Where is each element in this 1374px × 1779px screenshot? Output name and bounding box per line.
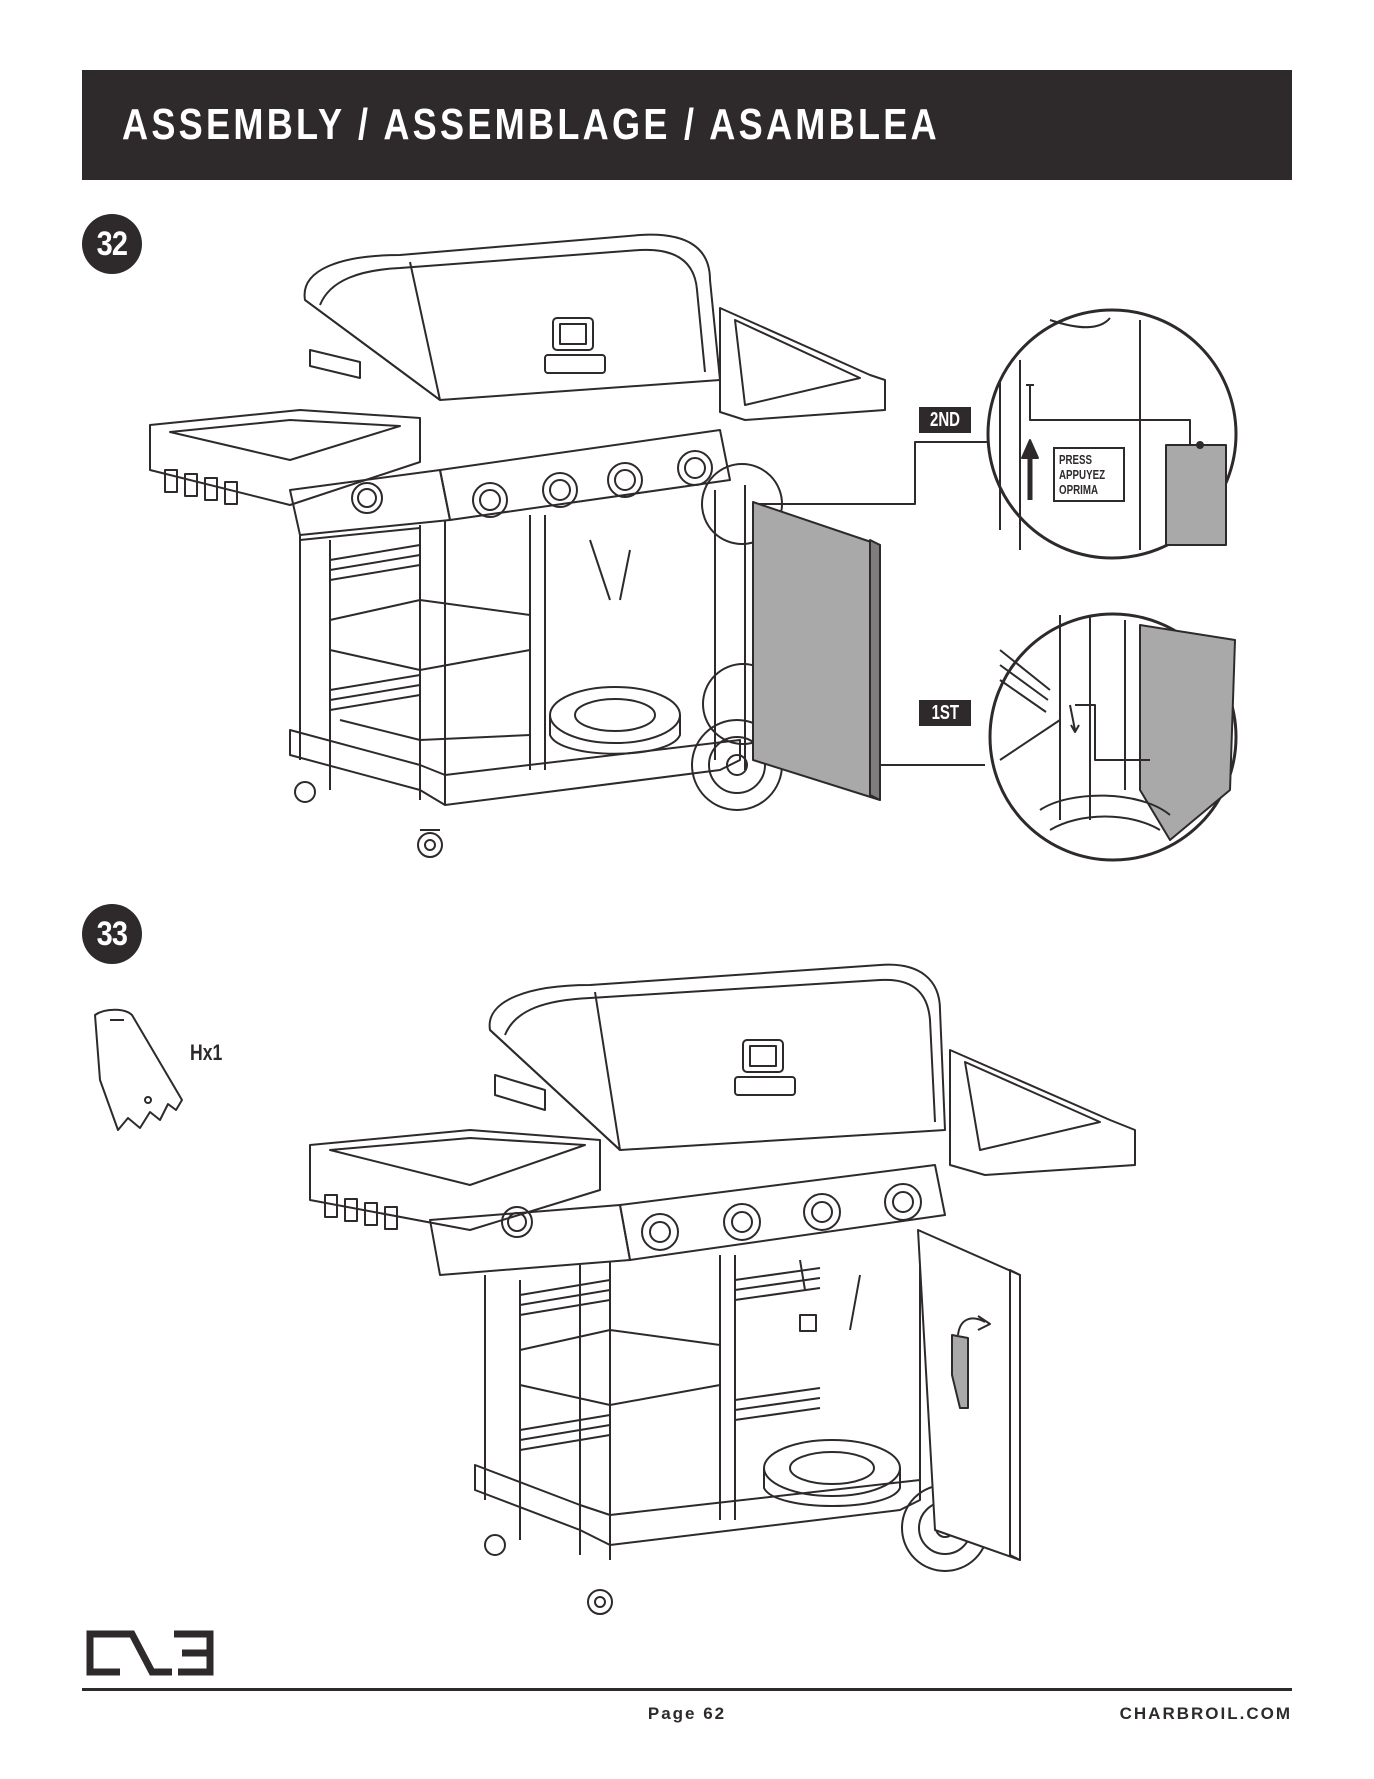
callout-1st: 1ST	[919, 700, 971, 726]
detail-zoom-2nd	[988, 310, 1236, 558]
grill-step-33	[310, 965, 1135, 1614]
char-broil-logo-icon	[82, 1628, 222, 1678]
footer-divider	[82, 1688, 1292, 1691]
part-quantity-label: Hx1	[190, 1040, 222, 1066]
press-instruction: PRESS APPUYEZ OPRIMA	[1053, 447, 1125, 502]
website-link[interactable]: CHARBROIL.COM	[1120, 1704, 1292, 1724]
detail-zoom-1st	[990, 614, 1236, 860]
hook-part-icon	[95, 1010, 182, 1130]
callout-2nd: 2ND	[919, 407, 971, 433]
